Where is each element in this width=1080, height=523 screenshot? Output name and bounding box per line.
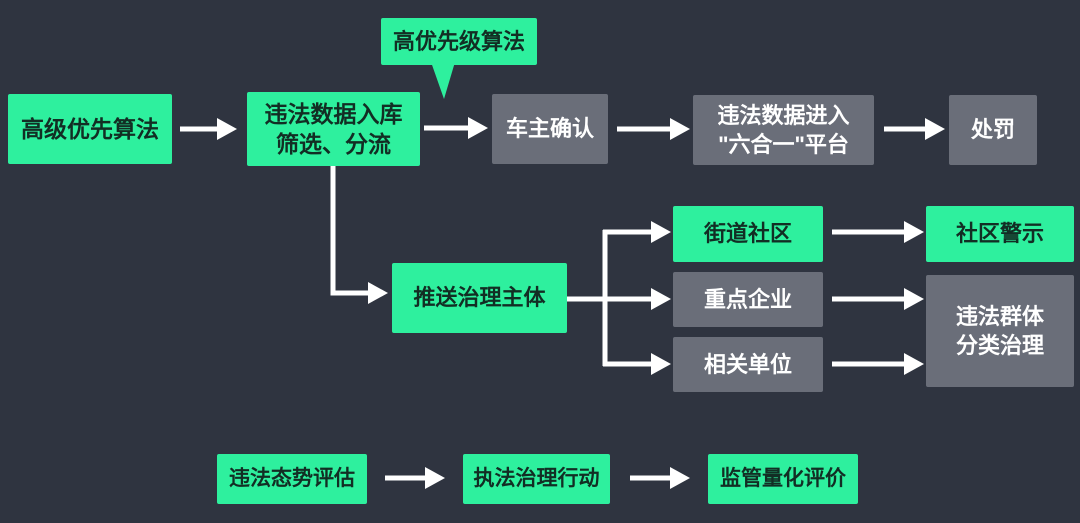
node-label-line2: 分类治理 <box>955 333 1044 358</box>
node-related-unit: 相关单位 <box>673 337 823 392</box>
arrow-street-to-warning <box>832 221 924 243</box>
node-label: 推送治理主体 <box>413 285 546 311</box>
arrow-action-to-quantified <box>630 467 690 489</box>
arrow-owner-to-platform <box>617 118 690 140</box>
node-push-governance-body: 推送治理主体 <box>392 263 567 333</box>
node-label: 车主确认 <box>505 116 594 142</box>
node-quantified-evaluation: 监管量化评价 <box>708 454 858 504</box>
node-label-line2: 筛选、分流 <box>276 131 391 157</box>
node-data-intake: 违法数据入库 筛选、分流 <box>247 92 420 166</box>
callout-tail <box>431 62 455 99</box>
node-label-line1: 违法数据进入 <box>717 102 850 128</box>
node-group-governance: 违法群体 分类治理 <box>926 275 1074 387</box>
node-label-line2: "六合一"平台 <box>718 132 849 157</box>
callout-label: 高优先级算法 <box>392 28 525 54</box>
node-label: 执法治理行动 <box>473 467 600 491</box>
arrow-adv-to-intake <box>180 118 237 140</box>
arrow-branch-to-related-unit <box>603 353 671 375</box>
arrow-unit-to-group <box>832 353 924 375</box>
node-label: 处罚 <box>970 117 1015 143</box>
node-label: 街道社区 <box>703 221 792 247</box>
arrow-intake-to-owner <box>424 117 488 139</box>
priority-algorithm-callout: 高优先级算法 <box>381 18 537 65</box>
node-street-community: 街道社区 <box>673 206 823 262</box>
arrow-push-to-key-enterprise <box>567 288 671 310</box>
arrow-intake-to-push-body <box>330 166 388 304</box>
node-label: 监管量化评价 <box>720 467 846 491</box>
arrow-platform-to-punishment <box>884 118 945 140</box>
node-label: 相关单位 <box>703 351 792 377</box>
node-label: 违法态势评估 <box>229 467 355 491</box>
node-key-enterprise: 重点企业 <box>673 272 823 327</box>
node-label: 高级优先算法 <box>21 115 159 142</box>
arrow-branch-to-street <box>603 221 671 243</box>
node-label-line1: 违法数据入库 <box>264 100 403 127</box>
arrow-enterprise-to-group <box>832 288 924 310</box>
node-label: 重点企业 <box>703 286 792 312</box>
node-six-in-one-platform: 违法数据进入 "六合一"平台 <box>693 95 874 165</box>
node-situation-evaluation: 违法态势评估 <box>217 454 367 504</box>
node-advanced-algorithm: 高级优先算法 <box>8 94 172 164</box>
node-label: 社区警示 <box>955 221 1044 247</box>
node-enforcement-action: 执法治理行动 <box>463 454 610 504</box>
node-community-warning: 社区警示 <box>926 206 1074 262</box>
node-owner-confirm: 车主确认 <box>492 94 608 164</box>
node-label-line1: 违法群体 <box>955 303 1044 329</box>
arrow-eval-to-action <box>385 467 445 489</box>
node-punishment: 处罚 <box>949 95 1037 165</box>
